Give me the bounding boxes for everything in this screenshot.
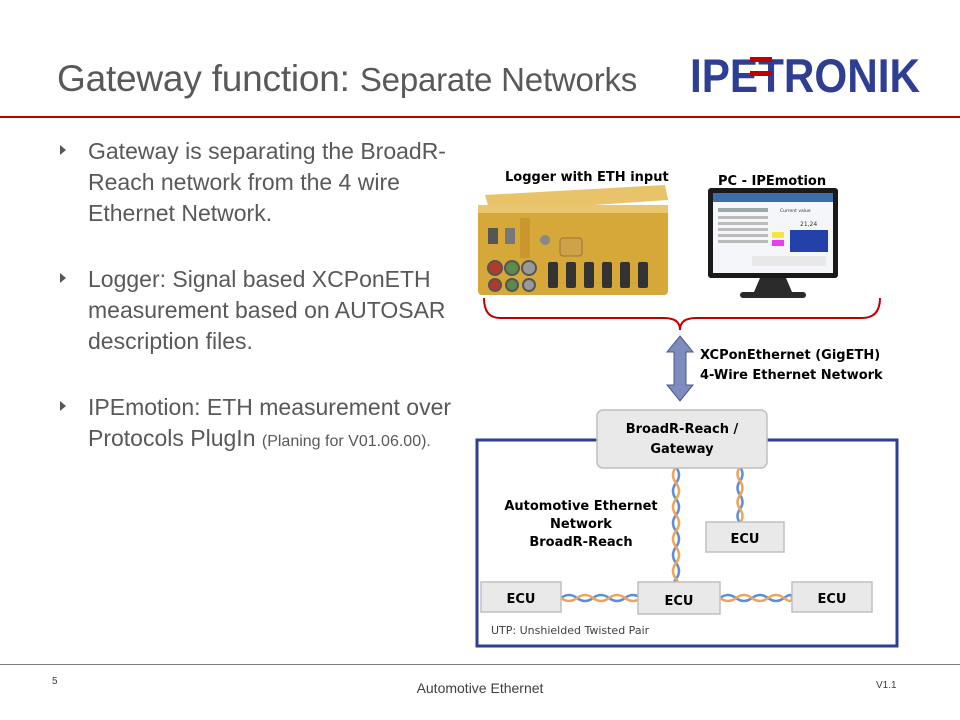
- bullet-arrow-icon: [60, 273, 66, 283]
- bullet-item: Logger: Signal based XCPonETH measuremen…: [60, 264, 460, 357]
- ecu-label: ECU: [665, 594, 694, 609]
- network-label-line2: Network: [550, 517, 612, 532]
- title-main: Gateway function:: [57, 58, 350, 99]
- bullet-list: Gateway is separating the BroadR-Reach n…: [60, 136, 460, 492]
- grouping-brace: [483, 297, 881, 331]
- slide-title: Gateway function: Separate Networks: [57, 58, 637, 100]
- gateway-label-line1: BroadR-Reach /: [626, 422, 739, 437]
- ecu-label: ECU: [731, 532, 760, 547]
- ecu-box-center: [637, 581, 721, 615]
- double-arrow: [665, 335, 695, 402]
- pc-screen-header: Current value: [780, 208, 811, 214]
- bullet-arrow-icon: [60, 145, 66, 155]
- footer-rule: [0, 664, 960, 665]
- version-label: V1.1: [876, 680, 897, 691]
- logger-device: [478, 185, 668, 295]
- ipetronik-logo: IPETRONIK: [690, 49, 920, 100]
- bullet-arrow-icon: [60, 401, 66, 411]
- gateway-box: [596, 409, 768, 469]
- page-number: 5: [52, 676, 58, 687]
- ecu-box-left: [480, 581, 562, 613]
- title-sub: Separate Networks: [359, 61, 638, 98]
- bullet-item: IPEmotion: ETH measurement over Protocol…: [60, 392, 460, 457]
- pc-label: PC - IPEmotion: [718, 174, 826, 189]
- network-label-line3: BroadR-Reach: [529, 535, 632, 550]
- ecu-box-right: [791, 581, 873, 613]
- gateway-label-line2: Gateway: [650, 442, 714, 457]
- logger-label: Logger with ETH input: [505, 170, 669, 185]
- bullet-note: (Planing for V01.06.00).: [261, 433, 431, 450]
- link-label-4wire: 4-Wire Ethernet Network: [700, 368, 883, 383]
- network-label-line1: Automotive Ethernet: [504, 499, 657, 514]
- utp-note: UTP: Unshielded Twisted Pair: [491, 624, 650, 637]
- ecu-label: ECU: [507, 592, 536, 607]
- link-label-xcp: XCPonEthernet (GigETH): [700, 348, 880, 363]
- bullet-item: Gateway is separating the BroadR-Reach n…: [60, 136, 460, 229]
- pc-screen-value: 21,24: [800, 221, 817, 228]
- ecu-label: ECU: [818, 592, 847, 607]
- twisted-pair-wires: [560, 466, 794, 603]
- pc-monitor: 21,24 Current value: [708, 188, 838, 298]
- svg-text:IPETRONIK: IPETRONIK: [690, 49, 920, 100]
- ecu-box-top-right: [705, 521, 785, 553]
- title-rule: [0, 116, 960, 118]
- footer-title: Automotive Ethernet: [416, 680, 544, 696]
